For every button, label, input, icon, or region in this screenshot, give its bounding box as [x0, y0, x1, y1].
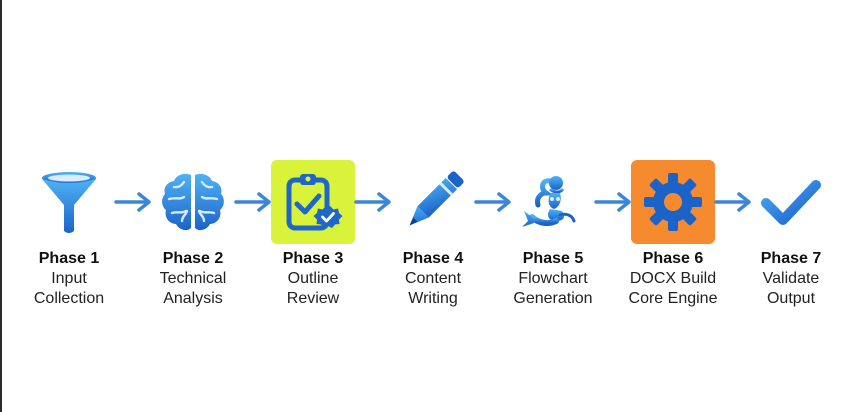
- phase-3-title: Phase 3: [282, 250, 344, 267]
- arrow-right-icon: [594, 192, 631, 212]
- arrow-right-icon: [234, 192, 271, 212]
- phase-3: Phase 3 Outline Review: [258, 160, 368, 309]
- phase-2-line-2: Analysis: [163, 290, 223, 307]
- phase-2: Phase 2 Technical Analysis: [138, 160, 248, 309]
- phase-4-title: Phase 4: [402, 250, 464, 267]
- phase-4-line-2: Writing: [408, 290, 458, 307]
- window-edge: [0, 0, 2, 412]
- phase-7-line-1: Validate: [762, 270, 820, 287]
- phase-6: Phase 6 DOCX Build Core Engine: [618, 160, 728, 309]
- pen-icon: [409, 171, 464, 226]
- phase-5-title: Phase 5: [522, 250, 584, 267]
- phase-1-title: Phase 1: [38, 250, 100, 267]
- phase-6-title: Phase 6: [642, 250, 704, 267]
- funnel-icon: [42, 172, 96, 233]
- phase-7-icon-box: [749, 160, 833, 244]
- arrow-right-icon: [354, 192, 391, 212]
- phase-6-line-1: DOCX Build: [629, 270, 717, 287]
- phase-5-line-2: Generation: [513, 290, 593, 307]
- phase-1-icon-box: [27, 160, 111, 244]
- arrow-right-icon: [114, 192, 151, 212]
- brain-icon: [162, 173, 224, 231]
- phase-6-icon-box: [631, 160, 715, 244]
- phase-4-icon-box: [391, 160, 475, 244]
- arrow-right-icon: [474, 192, 511, 212]
- phase-2-line-1: Technical: [159, 270, 227, 287]
- phase-2-icon-box: [151, 160, 235, 244]
- phase-1: Phase 1 Input Collection: [14, 160, 124, 309]
- phase-5-line-1: Flowchart: [518, 270, 588, 287]
- checkmark-icon: [761, 180, 821, 225]
- phase-3-icon-box: [271, 160, 355, 244]
- phase-4: Phase 4 Content Writing: [378, 160, 488, 309]
- mermaid-icon: [522, 176, 576, 227]
- phase-1-line-1: Input: [51, 270, 87, 287]
- phase-7-line-2: Output: [766, 290, 816, 307]
- gear-icon: [644, 173, 702, 231]
- phase-5-icon-box: [511, 160, 595, 244]
- phase-6-line-2: Core Engine: [628, 290, 718, 307]
- arrow-right-icon: [714, 192, 751, 212]
- phase-2-title: Phase 2: [162, 250, 224, 267]
- phase-1-line-2: Collection: [33, 290, 105, 307]
- phase-3-line-2: Review: [286, 290, 340, 307]
- phase-4-line-1: Content: [404, 270, 462, 287]
- phase-7: Phase 7 Validate Output: [736, 160, 846, 309]
- phase-5: Phase 5 Flowchart Generation: [498, 160, 608, 309]
- clipboard-check-icon: [286, 174, 343, 231]
- phase-3-line-1: Outline: [287, 270, 339, 287]
- phase-7-title: Phase 7: [760, 250, 822, 267]
